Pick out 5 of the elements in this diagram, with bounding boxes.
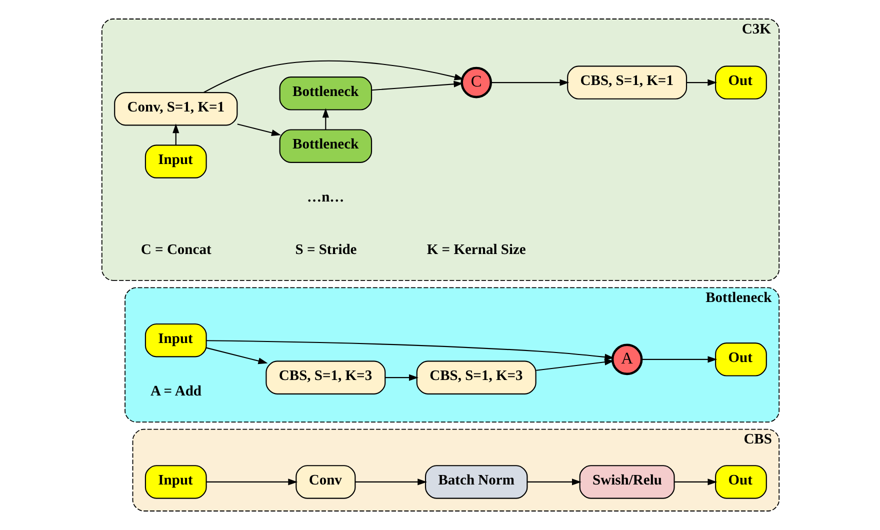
label: A = Add [150, 384, 202, 400]
label: K = Kernal Size [426, 242, 526, 258]
label: …n… [306, 189, 344, 206]
label: C = Concat [140, 242, 211, 258]
label: S = Stride [294, 242, 356, 258]
